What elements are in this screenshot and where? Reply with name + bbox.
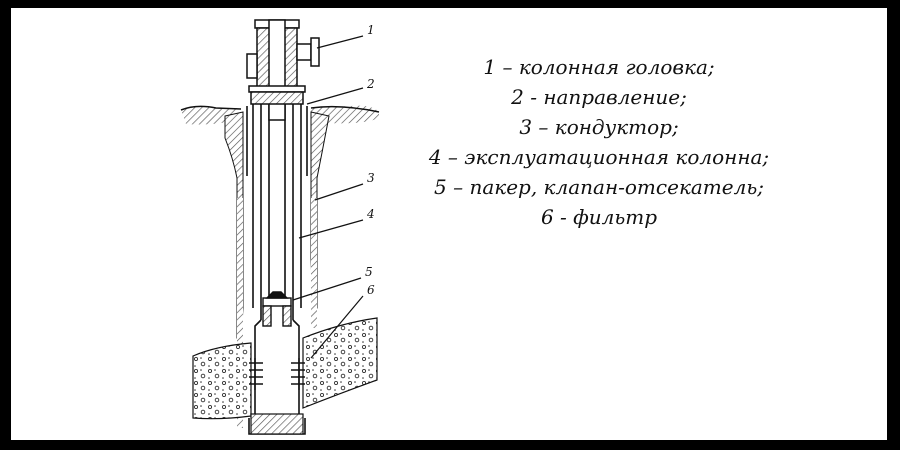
filter <box>249 358 305 390</box>
callout-3: 3 <box>367 171 375 185</box>
callout-4: 4 <box>366 207 375 221</box>
casing-shoe <box>250 413 304 435</box>
legend-item-6: 6 - фильтр <box>540 205 658 229</box>
legend-item-5: 5 – пакер, клапан-отсекатель; <box>434 175 764 199</box>
well-diagram: 1 2 3 4 5 6 <box>180 19 380 435</box>
callout-2: 2 <box>366 77 375 91</box>
legend-item-1: 1 – колонная головка; <box>483 55 715 79</box>
diagram-frame: 1 2 3 4 5 6 1 – колонная головка; 2 - на… <box>11 8 887 440</box>
wellhead <box>246 19 320 121</box>
callout-6: 6 <box>367 283 375 297</box>
leader-lines <box>292 35 364 359</box>
callout-5: 5 <box>365 265 373 279</box>
ground-surface <box>180 105 380 125</box>
legend-item-4: 4 – эксплуатационная колонна; <box>428 145 770 169</box>
legend-item-2: 2 - направление; <box>511 85 687 109</box>
sand-formation <box>192 317 378 420</box>
legend-item-3: 3 – кондуктор; <box>519 115 679 139</box>
callout-1: 1 <box>367 23 375 37</box>
packer <box>262 291 292 327</box>
legend: 1 – колонная головка; 2 - направление; 3… <box>419 52 779 232</box>
